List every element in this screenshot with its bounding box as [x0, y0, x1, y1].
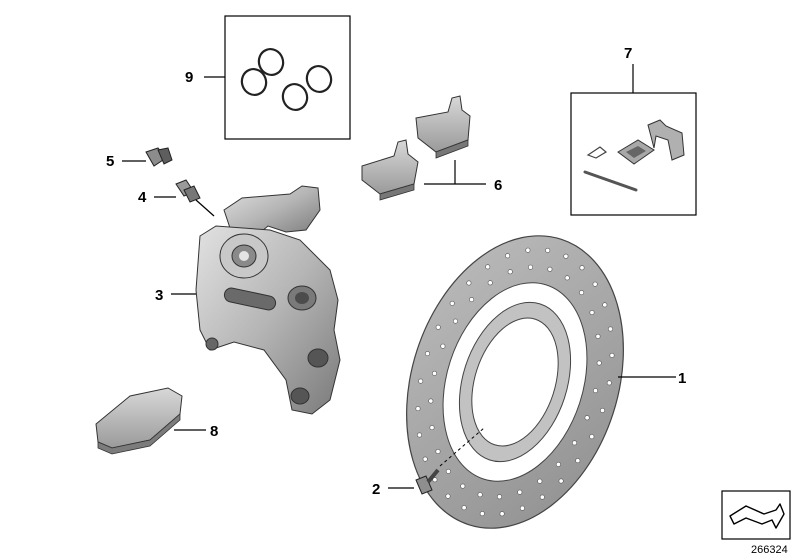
- disc-drill-hole: [555, 461, 561, 467]
- callout-7: 7: [624, 45, 632, 62]
- retaining-kit-icon: [583, 119, 685, 192]
- disc-drill-hole: [545, 247, 551, 253]
- bleeder-cap-group[interactable]: 5: [106, 147, 173, 170]
- disc-drill-hole: [589, 309, 595, 315]
- disc-drill-hole: [607, 326, 613, 332]
- disc-drill-hole: [505, 253, 511, 259]
- disc-drill-hole: [602, 302, 608, 308]
- disc-drill-hole: [461, 505, 467, 511]
- disc-drill-hole: [487, 280, 493, 286]
- disc-bolt-group[interactable]: 2: [372, 427, 485, 498]
- disc-drill-hole: [452, 318, 458, 324]
- disc-drill-hole: [584, 415, 590, 421]
- disc-drill-hole: [435, 324, 441, 330]
- callout-4: 4: [138, 189, 147, 206]
- disc-drill-hole: [592, 281, 598, 287]
- disc-drill-hole: [415, 406, 421, 412]
- disc-drill-hole: [563, 253, 569, 259]
- disc-drill-hole: [466, 280, 472, 286]
- o-rings-frame: [224, 15, 351, 140]
- disc-drill-hole: [445, 493, 451, 499]
- disc-drill-hole: [431, 370, 437, 376]
- callout-2: 2: [372, 481, 380, 498]
- brake-disc-icon: [406, 235, 624, 529]
- disc-drill-hole: [485, 264, 491, 270]
- disc-drill-hole: [428, 398, 434, 404]
- disc-drill-hole: [449, 300, 455, 306]
- disc-drill-hole: [579, 290, 585, 296]
- disc-drill-hole: [564, 275, 570, 281]
- disc-drill-hole: [477, 492, 483, 498]
- brake-caliper-icon: [195, 185, 341, 415]
- disc-drill-hole: [525, 247, 531, 253]
- disc-drill-hole: [499, 511, 505, 517]
- callout-5: 5: [106, 153, 114, 170]
- disc-drill-hole: [517, 489, 523, 495]
- disc-drill-hole: [418, 378, 424, 384]
- callout-9: 9: [185, 69, 193, 86]
- bleeder-valve-group[interactable]: 4: [138, 179, 215, 217]
- disc-drill-hole: [539, 494, 545, 500]
- dust-cap-icon: [145, 147, 173, 167]
- bleeder-valve-icon: [175, 179, 201, 203]
- disc-drill-hole: [579, 265, 585, 271]
- disc-drill-hole: [537, 478, 543, 484]
- navigation-arrow-icon: [729, 503, 785, 529]
- disc-drill-hole: [589, 434, 595, 440]
- disc-drill-hole: [422, 456, 428, 462]
- disc-drill-hole: [596, 360, 602, 366]
- brake-pads-group[interactable]: 6: [361, 95, 502, 201]
- disc-drill-hole: [469, 297, 475, 303]
- disc-drill-hole: [445, 468, 451, 474]
- bolt-icon: [415, 468, 440, 495]
- disc-drill-hole: [416, 432, 422, 438]
- navigation-arrow-group[interactable]: [721, 490, 791, 540]
- disc-drill-hole: [460, 483, 466, 489]
- disc-drill-hole: [609, 352, 615, 358]
- callout-1: 1: [678, 370, 686, 387]
- disc-drill-hole: [575, 458, 581, 464]
- caliper-cover-group[interactable]: 8: [95, 387, 218, 455]
- disc-drill-hole: [432, 477, 438, 483]
- disc-drill-hole: [519, 505, 525, 511]
- disc-drill-hole: [479, 511, 485, 517]
- callout-8: 8: [210, 423, 218, 440]
- brake-pad-icon: [361, 95, 471, 201]
- disc-drill-hole: [571, 440, 577, 446]
- callout-3: 3: [155, 287, 163, 304]
- o-ring-icon: [240, 48, 333, 111]
- brake-caliper-group[interactable]: 3: [155, 185, 341, 415]
- disc-drill-hole: [527, 264, 533, 270]
- cover-plate-icon: [95, 387, 183, 455]
- pad-retaining-kit-group[interactable]: 7: [570, 45, 697, 216]
- disc-drill-hole: [599, 407, 605, 413]
- disc-drill-hole: [507, 269, 513, 275]
- disc-drill-hole: [547, 266, 553, 272]
- disc-drill-hole: [496, 494, 502, 500]
- disc-drill-hole: [440, 343, 446, 349]
- disc-drill-hole: [429, 425, 435, 431]
- o-rings-group[interactable]: 9: [185, 15, 351, 140]
- disc-drill-hole: [606, 380, 612, 386]
- document-number: 266324: [751, 544, 788, 556]
- disc-drill-hole: [558, 478, 564, 484]
- disc-drill-hole: [435, 448, 441, 454]
- disc-drill-hole: [595, 333, 601, 339]
- brake-disc-group[interactable]: 1: [371, 208, 687, 557]
- disc-drill-hole: [424, 351, 430, 357]
- disc-drill-hole: [592, 388, 598, 394]
- callout-6: 6: [494, 177, 502, 194]
